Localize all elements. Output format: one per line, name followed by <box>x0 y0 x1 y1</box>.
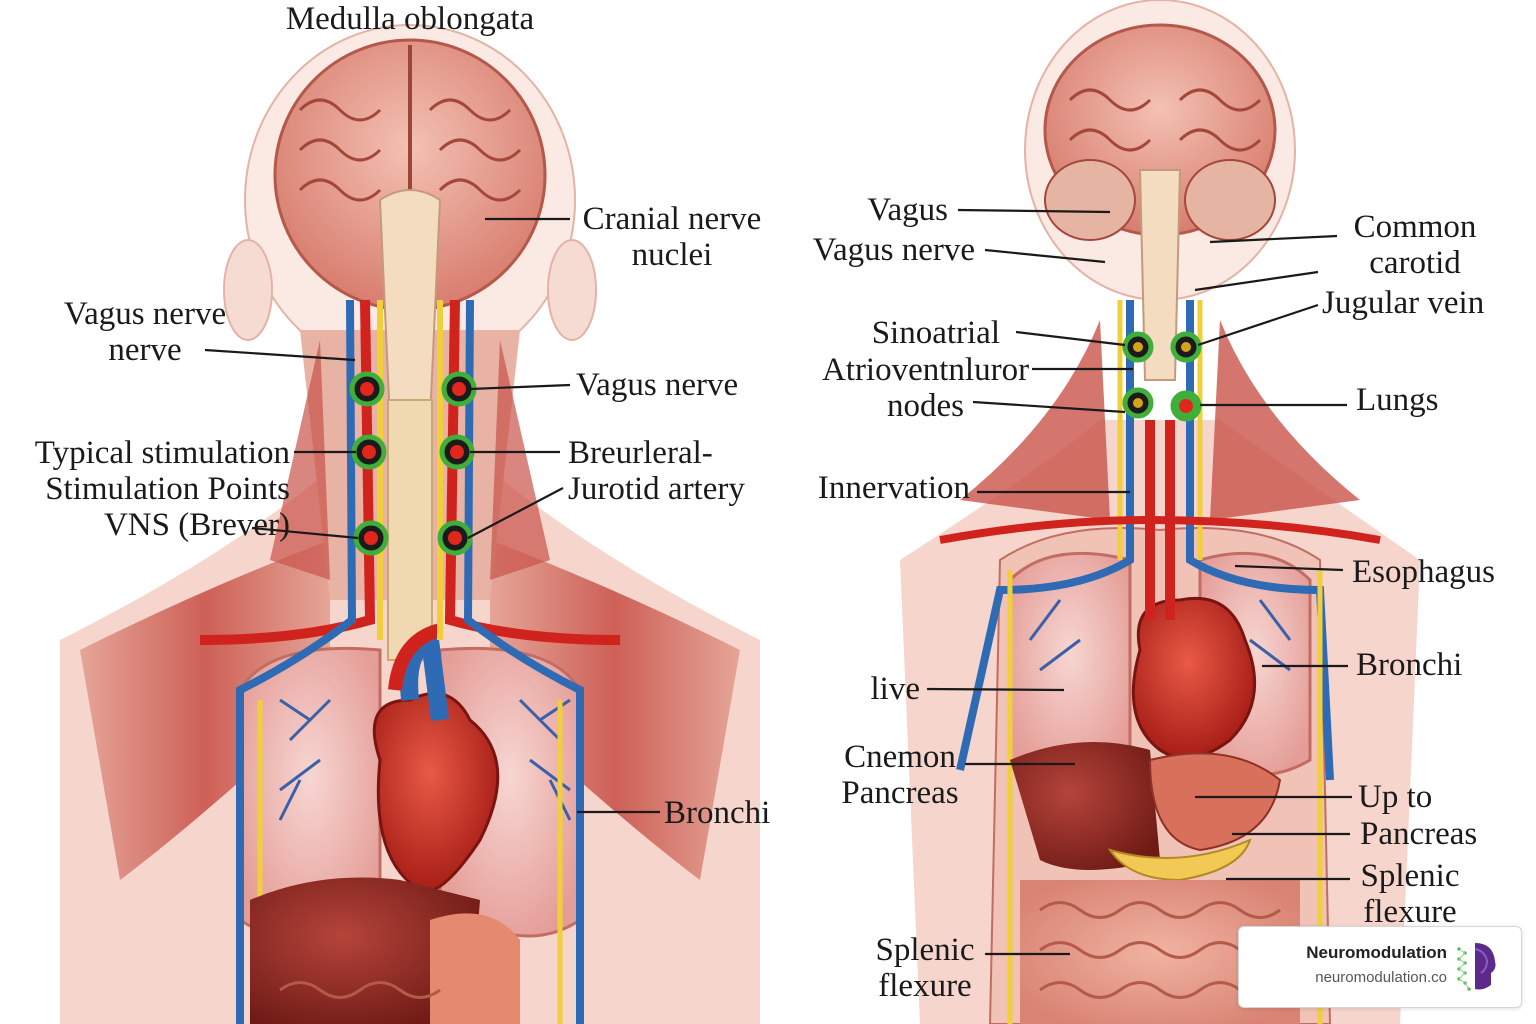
label-live: live <box>870 671 920 707</box>
stim-point-left-6 <box>437 520 473 556</box>
label-typical-stimulation: Typical stimulation Stimulation Points V… <box>34 435 290 543</box>
label-innervation: Innervation <box>817 470 970 506</box>
brain-head-logo-icon <box>1457 943 1496 991</box>
label-vagus-nerve-right-side: Vagus nerve <box>576 367 739 403</box>
label-cnemon-pancreas: Cnemon Pancreas <box>841 739 959 811</box>
label-splenic-flexure-right: Splenic flexure <box>1360 858 1460 930</box>
label-lungs: Lungs <box>1356 382 1439 418</box>
stim-point-right-1 <box>1122 331 1154 363</box>
stim-point-right-4 <box>1170 390 1202 422</box>
label-vagus-nerve-nerve: Vagus nerve nerve <box>63 296 227 368</box>
stim-point-right-3 <box>1122 387 1154 419</box>
stim-point-left-1 <box>349 371 385 407</box>
label-bronchi-left: Bronchi <box>664 795 771 831</box>
label-common-carotid: Common carotid <box>1353 209 1477 281</box>
stim-point-left-2 <box>441 371 477 407</box>
label-splenic-flexure-left: Splenic flexure <box>875 932 975 1004</box>
label-sinoatrial: Sinoatrial <box>871 315 1000 351</box>
label-breurleral-jurotid-artery: Breurleral- Jurotid artery <box>568 435 745 507</box>
brand-name: Neuromodulation <box>1306 943 1447 962</box>
label-vagus-nerve: Vagus nerve <box>812 232 975 268</box>
stim-point-left-5 <box>353 520 389 556</box>
label-atrioventnluror-nodes: Atrioventnluror nodes <box>821 352 1030 424</box>
stim-point-left-3 <box>351 434 387 470</box>
label-esophagus: Esophagus <box>1352 554 1495 590</box>
label-vagus: Vagus <box>867 192 948 228</box>
label-cranial-nerve-nuclei: Cranial nerve nuclei <box>582 201 762 273</box>
stim-point-right-2 <box>1170 331 1202 363</box>
right-stimulation-points <box>1122 331 1202 422</box>
label-medulla-oblongata: Medulla oblongata <box>285 1 535 37</box>
right-figure <box>900 0 1420 1024</box>
stim-point-left-4 <box>439 434 475 470</box>
leader-lines <box>204 208 1352 956</box>
label-bronchi-right: Bronchi <box>1356 647 1463 683</box>
label-jugular-vein: Jugular vein <box>1322 285 1485 321</box>
brand-url: neuromodulation.co <box>1315 969 1447 986</box>
label-up-to: Up to <box>1358 779 1433 815</box>
label-pancreas: Pancreas <box>1360 816 1478 852</box>
brand-badge[interactable]: Neuromodulation neuromodulation.co <box>1238 926 1522 1008</box>
